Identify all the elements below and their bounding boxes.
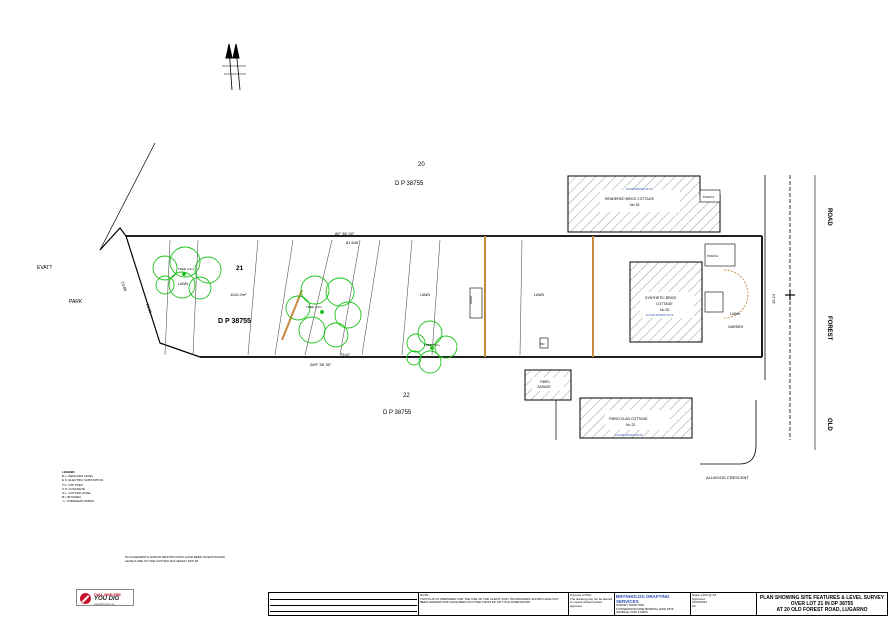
legend: LEGEND R.L. REDUCED LEVEL E.S. ELECTRIC … [62, 470, 122, 504]
lot-21-label: 21 [236, 265, 244, 272]
note-heading: NOTE [420, 593, 429, 597]
park-label: PARK [69, 299, 83, 305]
lawn-label-4: LAWN [730, 312, 740, 316]
south-garage-label: FIBRO [540, 380, 550, 384]
legend-item: C.P. CONCRETE [62, 486, 86, 491]
legend-heading: LEGEND [62, 470, 75, 474]
north-cottage-number: No 18 [630, 203, 639, 207]
south-cottage-number: No 22 [626, 423, 635, 427]
tree-1-label: TREE 0.4m [178, 267, 194, 271]
drawing-title: PLAN SHOWING SITE FEATURES & LEVEL SURVE… [757, 593, 887, 615]
lot-21-dp-label: D P 38755 [218, 318, 251, 325]
legend-item: T.S. TOP STEP [62, 482, 83, 487]
dbyd-line-1: DIAL BEFORE [94, 592, 122, 597]
existing-porch-label: PORCH [707, 254, 718, 258]
tree-canopies [152, 246, 458, 374]
south-cottage-label: FIBRO CLAD COTTAGE [609, 417, 648, 421]
drawing-title-line-2: OVER LOT 21 IN DP 38755 [790, 601, 854, 607]
legend-item: -×- OVERHEAD WIRES [62, 499, 95, 504]
drawing-title-line-1: PLAN SHOWING SITE FEATURES & LEVEL SURVE… [759, 595, 885, 601]
revisions-table [269, 593, 419, 615]
north-cottage-label: RENDERED BRICK COTTAGE [605, 197, 655, 201]
note-line: NO EASEMENTS AND/OR RESTRICTIONS HAVE BE… [125, 555, 225, 559]
north-distance-label: 81.545 [346, 240, 359, 245]
dbyd-line-3: www.1100.com.au [94, 602, 115, 606]
level-contours [164, 239, 523, 356]
shed-label: SHED [469, 295, 473, 304]
firm-service: SURVEY DRAFTING [616, 603, 645, 607]
lawn-label-1: LAWN [178, 282, 188, 286]
survey-notes: NO EASEMENTS AND/OR RESTRICTIONS HAVE BE… [125, 555, 235, 563]
bin-label: BIN [540, 342, 544, 346]
evatt-label: EVATT [37, 265, 52, 271]
dbyd-line-2: YOU DIG [94, 596, 120, 602]
tree-2-label: TREE 0.4m [306, 305, 322, 309]
road-label: ROAD [826, 208, 832, 226]
firm-name: BRYNHOLDG DRAFTING SERVICES [616, 594, 670, 604]
forest-label: FOREST [826, 316, 832, 341]
lot-22-label: 22 [403, 393, 410, 399]
dial-before-you-dig-badge: DIAL BEFORE YOU DIG www.1100.com.au [76, 589, 134, 606]
legend-item: B.I. BITUMEN [62, 495, 81, 500]
timber-fences [281, 236, 594, 357]
purpose-body: The drawing may not be altered or copied… [570, 596, 613, 608]
north-roof-label: ROOF APPROX RL75 [626, 187, 652, 191]
lawn-label-3: LAWN [534, 293, 544, 297]
approved-text: Approved [692, 596, 705, 601]
existing-cottage [469, 243, 749, 349]
road-frontage-label: 15.24 [771, 293, 776, 304]
lot-22-dp-label: D P 38755 [383, 410, 412, 416]
legend-item: R.L. REDUCED LEVEL [62, 474, 94, 479]
existing-cottage-label: SYNTHETIC BRICK [645, 296, 677, 300]
date-text: 16/03/2013 [692, 600, 708, 605]
firm-phone: (MOBILE) 0418 170484 [616, 610, 648, 615]
south-distance-label: 73.67 [340, 352, 351, 357]
legend-item: E.S. ELECTRIC SUBSTATION [62, 478, 103, 483]
south-garage-label-2: GARAGE [537, 385, 551, 389]
title-block: NOTE THIS PLAN IS PREPARED FOR THE USE O… [268, 592, 888, 616]
drawing-title-line-3: AT 20 OLD FOREST ROAD, LUGARNO [776, 607, 868, 613]
tree-3-label: TREE 0.3m [424, 343, 440, 347]
purpose-heading: Purpose of Plan [570, 593, 592, 597]
firm-details: BRYNHOLDG DRAFTING SERVICES SURVEY DRAFT… [615, 593, 691, 615]
west-dimension-b: 13.85 [120, 281, 128, 293]
lot-21-area-label: 1110.2m² [230, 292, 247, 297]
existing-cottage-label-2: COTTAGE [656, 302, 673, 306]
north-bearing-label: 89° 38' 00" [335, 231, 355, 236]
title-note: NOTE THIS PLAN IS PREPARED FOR THE USE O… [419, 593, 569, 615]
north-arrow-icon [222, 43, 246, 91]
sheet-size-text: A3 [692, 603, 696, 608]
south-floor-label: FLOOR APPROX RL78 [615, 433, 643, 437]
scale-date-block: Scale 1:100 @ A3 Approved 16/03/2013 A3 [691, 593, 757, 615]
lot-20-label: 20 [418, 162, 425, 168]
south-bearing-label: 269° 38' 00" [310, 362, 332, 367]
note-line: LEVELS ARE ON THE AUSTRALIAN HEIGHT DATU… [125, 559, 199, 563]
existing-floor-label: FLOOR APPROX RL75 [646, 313, 674, 317]
tree-3 [406, 320, 458, 374]
park-boundary [99, 142, 201, 358]
tree-1 [152, 246, 222, 300]
allwood-crescent-label: ALLWOOD CRESCENT [706, 475, 749, 480]
old-label: OLD [826, 418, 832, 431]
north-neighbour-cottage [567, 175, 721, 233]
purpose-of-plan: Purpose of Plan The drawing may not be a… [569, 593, 615, 615]
existing-cottage-number: No 20 [660, 308, 669, 312]
west-dimension-a: 13.65 [145, 303, 153, 315]
lawn-label-2: LAWN [420, 293, 430, 297]
legend-item: G.L. GUTTER LEVEL [62, 491, 92, 496]
note-body: THIS PLAN IS PREPARED FOR THE USE OF THE… [420, 596, 559, 605]
tree-2 [285, 275, 362, 348]
lot-20-dp-label: D P 38755 [395, 181, 424, 187]
firm-address: 6 ROSEWOOD RISE BOWRAL NSW 2576 [616, 606, 674, 611]
old-forest-road [700, 175, 816, 465]
north-porch-label: PORCH [703, 195, 714, 199]
no-dig-icon [80, 593, 91, 604]
scale-text: Scale 1:100 @ A3 [692, 593, 717, 597]
subject-lot-boundary [126, 235, 763, 358]
south-neighbour-buildings [524, 369, 693, 440]
garden-label: GARDEN [728, 325, 743, 329]
